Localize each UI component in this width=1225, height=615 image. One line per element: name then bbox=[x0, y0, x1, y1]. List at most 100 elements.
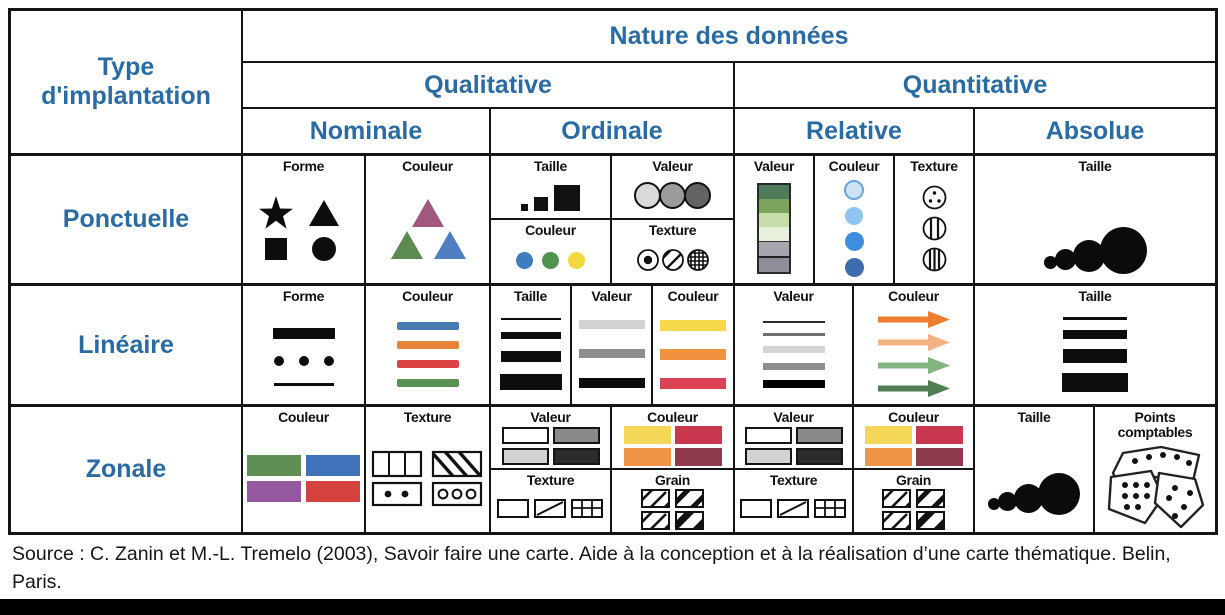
ramp-band bbox=[759, 185, 789, 200]
label-texture: Texture bbox=[403, 409, 452, 425]
green-dot bbox=[542, 251, 559, 269]
black-line bbox=[762, 379, 825, 388]
relative-top-row: Valeur Couleur bbox=[735, 407, 973, 470]
data-type-header-row: Qualitative Quantitative bbox=[243, 63, 1215, 109]
label-couleur: Couleur bbox=[647, 409, 698, 425]
label-valeur: Valeur bbox=[753, 158, 795, 174]
dot-density-zones-icon bbox=[1107, 446, 1205, 529]
arrow-orange bbox=[877, 311, 950, 329]
col-axis-title: Nature des données bbox=[243, 11, 1215, 63]
row-lineaire: Linéaire Forme Couleur bbox=[11, 286, 1215, 407]
subcell-texture: Texture bbox=[895, 156, 973, 283]
row-zonale: Zonale Couleur Texture bbox=[11, 407, 1215, 532]
diagonal-texture-circle-icon bbox=[661, 249, 684, 272]
light-gray-area bbox=[744, 448, 792, 466]
texture-rects-icon bbox=[739, 498, 846, 518]
yellow-line bbox=[660, 319, 726, 331]
triangles-icon bbox=[390, 198, 466, 259]
colored-lines-icon bbox=[396, 304, 459, 404]
texture-dots-column-icon bbox=[921, 174, 948, 283]
mid-gray-line bbox=[578, 349, 645, 359]
blue-line bbox=[396, 321, 459, 330]
grain-icon bbox=[640, 488, 704, 530]
green-area bbox=[247, 455, 301, 477]
light-gray-line bbox=[762, 345, 825, 353]
subcell-couleur: Couleur bbox=[243, 407, 366, 532]
maroon-area bbox=[674, 448, 722, 467]
colored-areas-icon bbox=[247, 425, 360, 532]
label-taille: Taille bbox=[514, 288, 547, 304]
row-label-lineaire: Linéaire bbox=[11, 286, 243, 404]
label-taille: Taille bbox=[1078, 158, 1112, 174]
line-w1 bbox=[1063, 316, 1127, 320]
cell-ponctuelle-relative: Valeur Couleur bbox=[735, 156, 975, 283]
subcell-valeur: Valeur bbox=[572, 286, 653, 404]
line-w4 bbox=[499, 374, 562, 391]
subcell-taille: Taille bbox=[975, 407, 1095, 532]
subcell-grain: Grain bbox=[854, 470, 973, 533]
cell-zonale-ordinale: Valeur Couleur bbox=[491, 407, 735, 532]
relative-bottom-row: Texture Grain bbox=[735, 469, 973, 533]
label-couleur: Couleur bbox=[667, 288, 719, 304]
texture-rects-icon bbox=[496, 498, 603, 518]
grain-squares-icon bbox=[881, 488, 947, 532]
subcell-couleur: Couleur bbox=[366, 286, 489, 404]
circle-2 bbox=[998, 492, 1017, 511]
color-areas-icon bbox=[623, 425, 722, 467]
dark-circle bbox=[684, 182, 711, 210]
two-vlines-texture-circle-icon bbox=[922, 216, 946, 241]
subcell-texture: Texture bbox=[612, 220, 733, 284]
row-axis-title: Type d'implantation bbox=[11, 11, 243, 153]
label-texture: Texture bbox=[769, 471, 818, 488]
line-w4 bbox=[1062, 372, 1128, 392]
gray-area bbox=[795, 427, 843, 445]
label-texture: Texture bbox=[526, 471, 575, 488]
texture-circles-icon bbox=[636, 238, 710, 283]
texture-ramp-icon bbox=[496, 488, 606, 532]
dark-area bbox=[795, 448, 843, 466]
semiology-table: Type d'implantation Nature des données Q… bbox=[8, 8, 1218, 535]
cell-lineaire-nominale: Forme Couleur bbox=[243, 286, 491, 404]
circle-1 bbox=[1043, 256, 1057, 269]
red-line bbox=[660, 377, 726, 389]
ordinale-top-row: Taille Valeur bbox=[491, 156, 733, 220]
label-valeur: Valeur bbox=[591, 288, 632, 304]
row-ponctuelle: Ponctuelle Forme Couleur bbox=[11, 156, 1215, 286]
label-forme: Forme bbox=[282, 158, 325, 174]
red-area bbox=[306, 481, 360, 503]
label-couleur: Couleur bbox=[402, 158, 453, 174]
gray-area bbox=[552, 427, 600, 445]
subcell-texture: Texture bbox=[491, 469, 612, 532]
white-area bbox=[744, 427, 792, 445]
arrow-light-green bbox=[877, 357, 950, 375]
purple-area bbox=[247, 481, 301, 503]
cell-ponctuelle-ordinale: Taille Valeur bbox=[491, 156, 735, 283]
yellow-dot bbox=[568, 251, 585, 269]
light-gray-area bbox=[501, 448, 549, 466]
header-qualitative: Qualitative bbox=[243, 63, 735, 107]
mid-gray-line bbox=[762, 362, 825, 370]
subcell-grain: Grain bbox=[612, 470, 733, 533]
orange-line bbox=[660, 348, 726, 360]
mid-circle bbox=[659, 182, 686, 210]
maroon-area bbox=[915, 448, 963, 467]
thin-line bbox=[273, 383, 334, 387]
yellow-area bbox=[864, 426, 912, 445]
arrow-peach bbox=[877, 334, 950, 352]
dot-texture-circle-icon bbox=[636, 249, 659, 272]
ramp-band bbox=[759, 199, 789, 214]
line-w3 bbox=[1063, 348, 1127, 363]
red-area bbox=[915, 426, 963, 445]
row-label-zonale: Zonale bbox=[11, 407, 243, 532]
label-grain: Grain bbox=[654, 471, 691, 488]
subcell-couleur: Couleur bbox=[815, 156, 895, 283]
circle-3 bbox=[1072, 240, 1105, 272]
cell-ponctuelle-nominale: Forme Couleur bbox=[243, 156, 491, 283]
size-squares-icon bbox=[521, 174, 580, 217]
subcell-texture: Texture bbox=[366, 407, 489, 532]
label-taille: Taille bbox=[1078, 288, 1112, 304]
white-area bbox=[501, 427, 549, 445]
label-grain: Grain bbox=[895, 471, 932, 488]
warm-lines-icon bbox=[660, 304, 726, 404]
column-headers: Nature des données Qualitative Quantitat… bbox=[243, 11, 1215, 153]
